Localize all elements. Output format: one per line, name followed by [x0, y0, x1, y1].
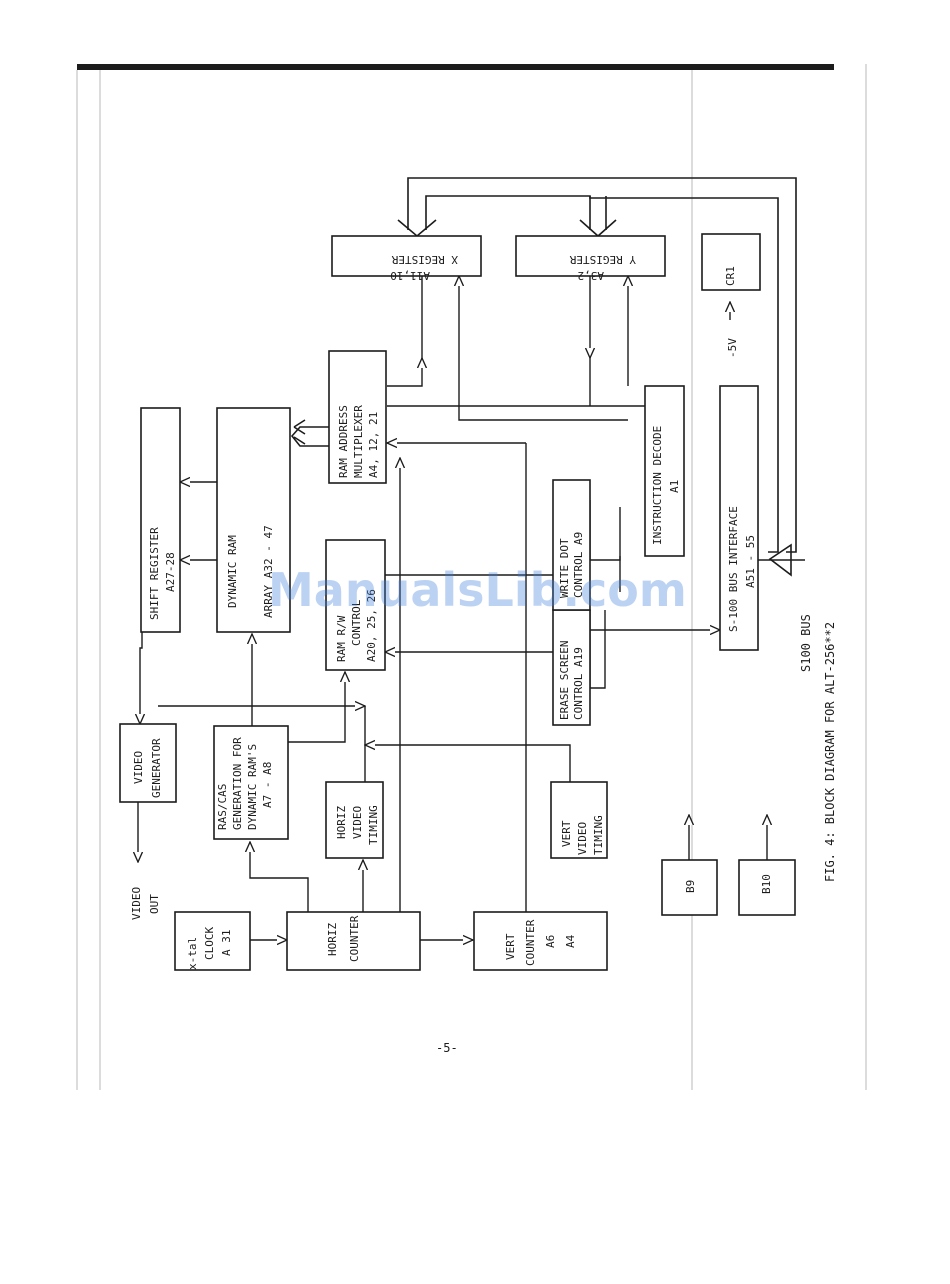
instruction-decode-label: INSTRUCTION DECODE A1: [651, 419, 681, 545]
write-dot-label: WRITE DOT CONTROL A9: [558, 532, 585, 598]
s100-interface-label: S-100 BUS INTERFACE A51 - 55: [727, 500, 757, 632]
vert-timing-label: VERT VIDEO TIMING: [560, 814, 605, 855]
ras-cas-block: [213, 725, 289, 840]
y-register-label: Y REGISTER A3,2: [563, 253, 636, 282]
watermark: ManualsLib.com: [268, 563, 687, 617]
video-out-label: VIDEO OUT: [130, 880, 161, 920]
top-rule: [77, 64, 834, 70]
cr1-block: [701, 233, 761, 291]
b10-block: [738, 859, 796, 916]
x-register-label: X REGISTER A11,10: [385, 253, 458, 282]
y-register-block: [515, 235, 666, 277]
xtal-clock-label: x-tal CLOCK A 31: [186, 920, 233, 970]
s100-bus: [290, 177, 805, 577]
write-dot-block: [552, 479, 591, 611]
cr1-label: CR1: [724, 266, 737, 286]
ram-address-mux-block: [328, 350, 387, 484]
vert-counter-block: [473, 911, 608, 971]
block-labels: x-tal CLOCK A 31 HORIZ COUNTER VERT COUN…: [130, 253, 837, 1055]
x-register-block: [331, 235, 482, 277]
ram-rw-control-label: RAM R/W CONTROL A20, 25, 26: [335, 589, 378, 662]
ram-address-mux-label: RAM ADDRESS MULTIPLEXER A4, 12, 21: [337, 399, 380, 478]
vert-timing-block: [550, 781, 608, 859]
ram-rw-control-block: [325, 539, 386, 671]
b10-label: B10: [760, 874, 773, 894]
ras-cas-label: RAS/CAS GENERATION FOR DYNAMIC RAM'S A7 …: [216, 731, 274, 830]
dynamic-ram-label: DYNAMIC RAM ARRAY A32 - 47: [226, 525, 275, 618]
shift-register-label: SHIFT REGISTER A27-28: [148, 521, 177, 620]
horiz-counter-label: HORIZ COUNTER: [326, 915, 361, 962]
page-number: -5-: [436, 1041, 458, 1055]
b9-label: B9: [684, 880, 697, 893]
s100-interface-block: [719, 385, 759, 651]
horiz-timing-label: HORIZ VIDEO TIMING: [335, 799, 380, 845]
erase-screen-label: ERASE SCREEN CONTROL A19: [558, 634, 585, 720]
b9-block: [661, 859, 718, 916]
shift-register-block: [140, 407, 181, 633]
minus5v-label: -5V: [726, 338, 739, 358]
xtal-clock-block: [174, 911, 251, 971]
s100-bus-label: S100 BUS: [799, 614, 813, 672]
horiz-timing-block: [325, 781, 384, 859]
erase-screen-block: [552, 609, 591, 726]
vert-counter-label: VERT COUNTER A6 A4: [504, 913, 577, 966]
video-generator-label: VIDEO GENERATOR: [132, 738, 163, 798]
dynamic-ram-block: [216, 407, 291, 633]
horiz-counter-block: [286, 911, 421, 971]
figure-caption: FIG. 4: BLOCK DIAGRAM FOR ALT-256**2: [823, 622, 837, 882]
instruction-decode-block: [644, 385, 685, 557]
video-generator-block: [119, 723, 177, 803]
